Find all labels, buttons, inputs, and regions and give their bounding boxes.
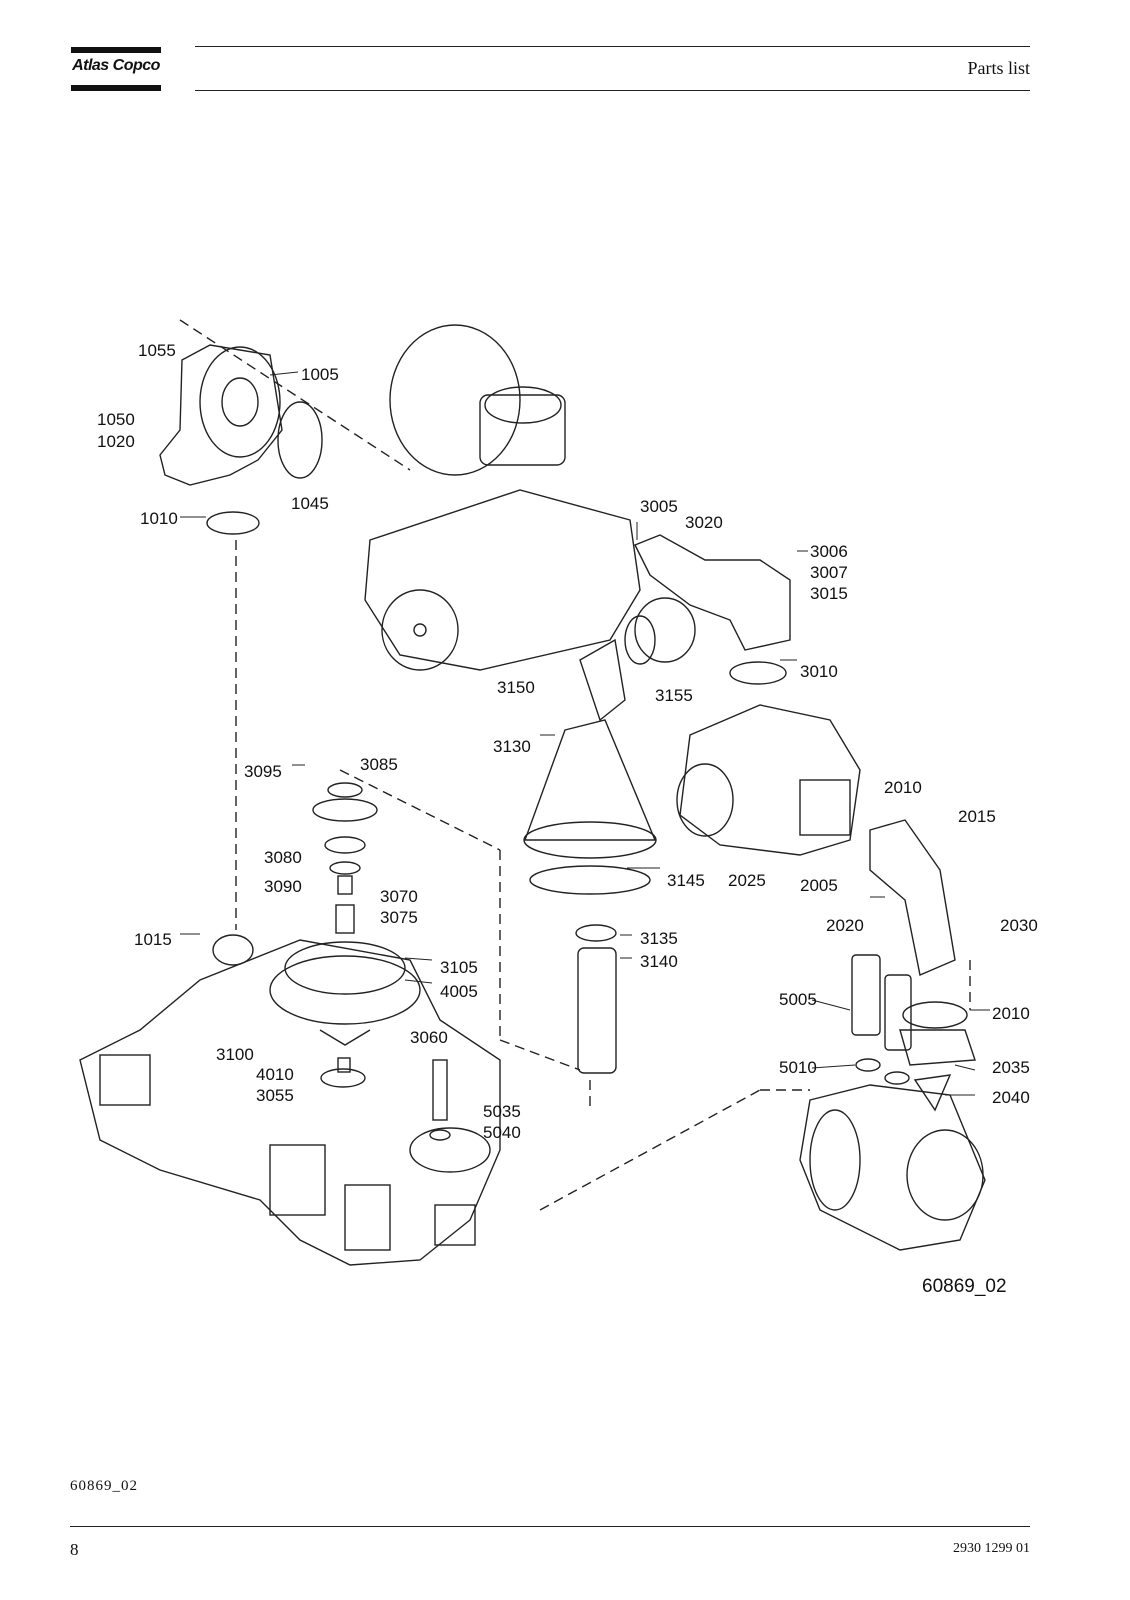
- part-label: 1020: [97, 432, 135, 451]
- part-label: 3060: [410, 1028, 448, 1047]
- part-label: 2030: [1000, 916, 1038, 935]
- part-label: 4005: [440, 982, 478, 1001]
- part-label: 3075: [380, 908, 418, 927]
- part-label: 3150: [497, 678, 535, 697]
- part-label: 3145: [667, 871, 705, 890]
- part-label: 1045: [291, 494, 329, 513]
- part-label: 3135: [640, 929, 678, 948]
- part-label: 3055: [256, 1086, 294, 1105]
- part-label: 3010: [800, 662, 838, 681]
- part-label: 4010: [256, 1065, 294, 1084]
- part-label: 2035: [992, 1058, 1030, 1077]
- part-label: 3100: [216, 1045, 254, 1064]
- part-label: 3007: [810, 563, 848, 582]
- atlas-copco-logo: Atlas Copco: [71, 47, 161, 91]
- part-label: 2025: [728, 871, 766, 890]
- part-label: 2020: [826, 916, 864, 935]
- assembly-dash-lines: [179, 319, 971, 1211]
- logo-bar-top: [71, 47, 161, 53]
- part-label: 3095: [244, 762, 282, 781]
- part-label: 2010: [992, 1004, 1030, 1023]
- page-number: 8: [70, 1540, 79, 1559]
- footer-rule: [70, 1526, 1030, 1527]
- part-label: 3015: [810, 584, 848, 603]
- document-number: 2930 1299 01: [953, 1541, 1030, 1556]
- header-rule-top: [195, 46, 1030, 47]
- logo-text: Atlas Copco: [72, 57, 160, 74]
- part-label: 5035: [483, 1102, 521, 1121]
- part-label: 2005: [800, 876, 838, 895]
- part-label: 3020: [685, 513, 723, 532]
- part-number-labels: 1055 1005 1050 1020 1045 1010 3005 3020 …: [97, 341, 1038, 1297]
- part-label: 3140: [640, 952, 678, 971]
- part-label: 3005: [640, 497, 678, 516]
- part-label: 1050: [97, 410, 135, 429]
- part-label: 3105: [440, 958, 478, 977]
- part-label: 1055: [138, 341, 176, 360]
- part-label: 3085: [360, 755, 398, 774]
- figure-code: 60869_02: [70, 1478, 138, 1494]
- part-label: 2015: [958, 807, 996, 826]
- part-label: 3070: [380, 887, 418, 906]
- part-label: 1010: [140, 509, 178, 528]
- part-label: 5005: [779, 990, 817, 1009]
- drawing-lines: [79, 319, 990, 1266]
- part-label: 3006: [810, 542, 848, 561]
- logo-bar-bottom: [71, 85, 161, 91]
- part-label: 2010: [884, 778, 922, 797]
- part-label: 5040: [483, 1123, 521, 1142]
- section-title: Parts list: [967, 58, 1030, 78]
- part-label: 2040: [992, 1088, 1030, 1107]
- drawing-reference: 60869_02: [922, 1276, 1007, 1297]
- part-label: 3090: [264, 877, 302, 896]
- part-label: 5010: [779, 1058, 817, 1077]
- part-label: 1005: [301, 365, 339, 384]
- part-label: 1015: [134, 930, 172, 949]
- header-rule-bottom: [195, 90, 1030, 91]
- part-label: 3080: [264, 848, 302, 867]
- leader-lines: [180, 371, 990, 1096]
- part-label: 3155: [655, 686, 693, 705]
- part-label: 3130: [493, 737, 531, 756]
